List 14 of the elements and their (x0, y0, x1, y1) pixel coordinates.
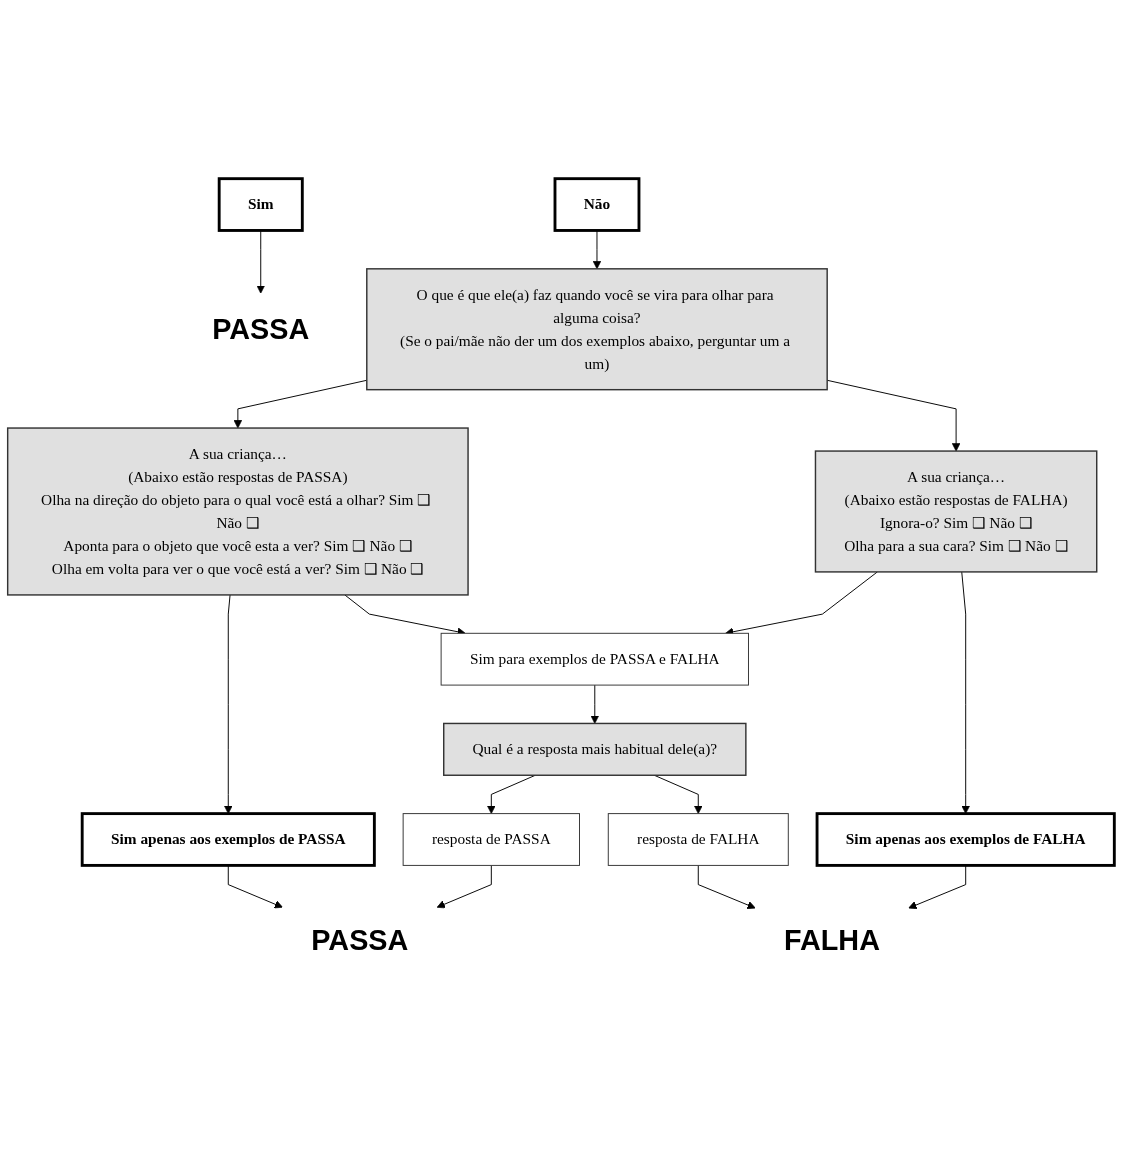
node-box: resposta de PASSA (402, 813, 580, 867)
node-box: Sim apenas aos exemplos de FALHA (815, 812, 1116, 868)
node-box: Sim para exemplos de PASSA e FALHA (440, 633, 749, 686)
node-text: FALHA (784, 924, 880, 956)
node-box: A sua criança… (Abaixo estão respostas de FALHA) Ignora-o? Sim ❑ Não ❑ Olha para a sua cara? Sim ❑ Não ❑ (814, 450, 1098, 573)
node-box: resposta de FALHA (607, 813, 789, 867)
node-box: Sim (217, 177, 304, 233)
node-box: A sua criança… (Abaixo estão respostas de PASSA) Olha na direção do objeto para o qual você está a olhar? Sim ❑ Não ❑ Aponta para o objeto que você esta a ver? Sim ❑ Não ❑ Olha em volta para ver o que você está a ver? Sim ❑ Não ❑ (6, 427, 469, 596)
node-box: Sim apenas aos exemplos de PASSA (80, 812, 376, 868)
node-box: O que é que ele(a) faz quando você se vira para olhar para alguma coisa? (Se o pai/mãe não der um dos exemplos abaixo, perguntar um a um) (366, 268, 828, 391)
node-text: PASSA (311, 924, 409, 956)
node-text: PASSA (212, 313, 310, 346)
node-box: Não (553, 177, 641, 233)
node-box: Qual é a resposta mais habitual dele(a)? (443, 723, 747, 777)
